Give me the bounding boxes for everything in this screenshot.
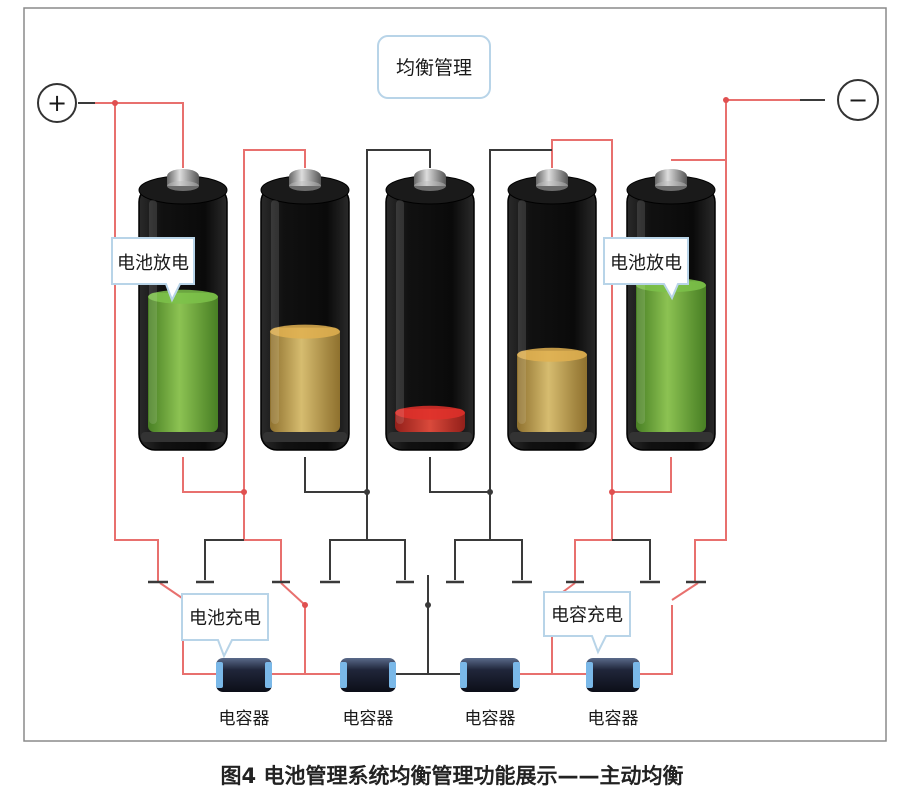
callout-capacitor-charge: 电容充电 <box>543 591 631 655</box>
battery-3 <box>385 169 475 451</box>
capacitor-4: 电容器 <box>586 658 640 729</box>
callout-right-discharge: 电池放电 <box>603 237 689 301</box>
callout-battery-charge: 电池充电 <box>181 593 269 659</box>
capacitor-label: 电容器 <box>219 709 270 729</box>
capacitor-label: 电容器 <box>465 709 516 729</box>
battery-1 <box>138 169 228 451</box>
wiring <box>78 97 825 675</box>
figure-caption: 图4 电池管理系统均衡管理功能展示——主动均衡 <box>221 764 684 788</box>
battery-2 <box>260 169 350 451</box>
positive-terminal: + <box>37 83 77 123</box>
battery-row <box>138 169 716 451</box>
capacitor-charge-label: 电容充电 <box>551 605 623 626</box>
negative-terminal: − <box>837 79 879 121</box>
positive-sign: + <box>47 89 67 117</box>
capacitor-label: 电容器 <box>343 709 394 729</box>
battery-5-charge-fill <box>636 281 706 432</box>
battery-charge-label: 电池充电 <box>189 608 261 629</box>
capacitor-2: 电容器 <box>340 658 396 729</box>
left-discharge-label: 电池放电 <box>117 253 189 274</box>
capacitor-1: 电容器 <box>216 658 272 729</box>
battery-5 <box>626 169 716 451</box>
battery-4-charge-fill <box>517 350 587 432</box>
callout-left-discharge: 电池放电 <box>111 237 195 303</box>
balance-management-title: 均衡管理 <box>396 57 472 79</box>
capacitor-label: 电容器 <box>588 709 639 729</box>
negative-sign: − <box>848 86 868 114</box>
battery-1-charge-fill <box>148 292 218 432</box>
battery-4 <box>507 169 597 451</box>
capacitor-3: 电容器 <box>460 658 520 729</box>
balance-management-box: 均衡管理 <box>377 35 491 99</box>
right-discharge-label: 电池放电 <box>610 253 682 274</box>
battery-2-charge-fill <box>270 327 340 432</box>
